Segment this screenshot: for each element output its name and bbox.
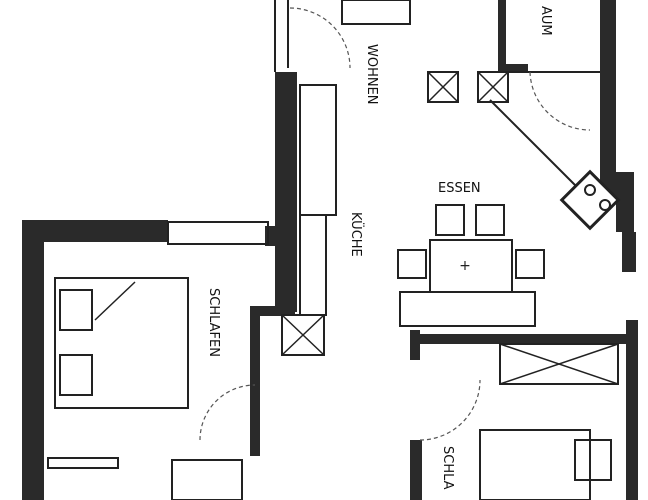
- room-label-raum: AUM: [538, 6, 553, 36]
- room-label-schlafen: SCHLAFEN: [206, 288, 221, 357]
- interior-lines: +: [47, 0, 621, 500]
- svg-text:+: +: [459, 258, 471, 274]
- room-label-wohnen: WOHNEN: [364, 44, 379, 105]
- walls: [22, 0, 638, 500]
- room-label-kueche: KÜCHE: [348, 212, 365, 257]
- room-label-essen: ESSEN: [438, 181, 481, 196]
- room-label-schlafen-2: SCHLA: [440, 446, 455, 490]
- doors: [199, 7, 591, 441]
